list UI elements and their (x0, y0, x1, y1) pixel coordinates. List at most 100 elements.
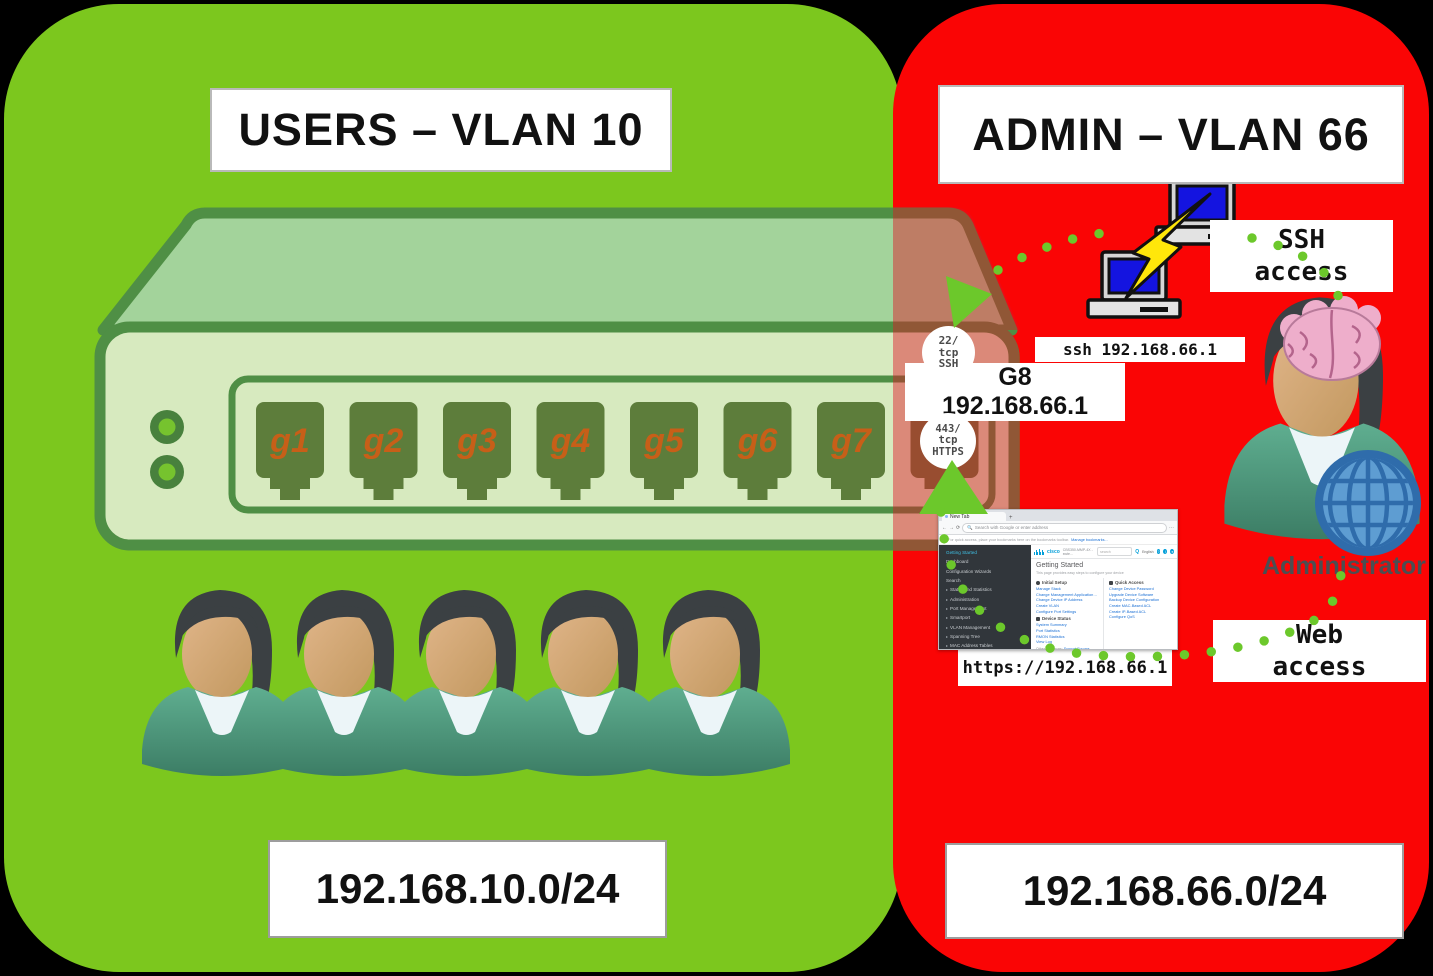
cisco-logo-icon (1034, 548, 1044, 555)
administrator-figure (1224, 296, 1421, 556)
sidebar-item-spanning-tree[interactable]: Spanning Tree (939, 632, 1031, 641)
forward-icon[interactable]: → (949, 524, 954, 531)
link-configure-port-settings[interactable]: Configure Port Settings (1036, 608, 1077, 614)
ssh-url: ssh 192.168.66.1 (1062, 340, 1218, 359)
admin-subnet: 192.168.66.0/24 (1022, 867, 1327, 914)
search-icon: 🔍 (967, 524, 973, 530)
switch-port-panel (228, 375, 996, 514)
back-icon[interactable]: ← (942, 524, 947, 531)
browser-bookmarks-bar: For quick access, place your bookmarks h… (939, 535, 1177, 545)
page-subtitle: This page provides easy steps to configu… (1036, 571, 1124, 575)
uplink-port-ip: 192.168.66.1 (942, 392, 1088, 420)
search-go-icon[interactable]: Q (1135, 548, 1140, 555)
help-icon[interactable]: ? (1156, 549, 1161, 554)
page-title: Getting Started (1036, 562, 1084, 569)
port-label: g2 (363, 422, 404, 460)
admin-zone-title: ADMIN – VLAN 66 (972, 108, 1370, 160)
status-icon (1036, 616, 1040, 621)
quick-access-icon (1109, 580, 1113, 585)
browser-tab-bar: New Tab + (939, 510, 1177, 521)
initial-setup-header: Initial Setup (1036, 580, 1099, 585)
support-forums-link[interactable]: Support Forums (1063, 646, 1090, 649)
port-label: g6 (737, 422, 779, 460)
globe-icon (1315, 450, 1421, 556)
ssh-access-line2: access (1254, 257, 1349, 287)
tab-title: New Tab (950, 513, 970, 520)
menu-icon[interactable]: ⋯ (1169, 524, 1174, 531)
admin-subnet-box: 192.168.66.0/24 (945, 843, 1404, 939)
browser-address-bar: ← → ⟳ 🔍 Search with Google or enter addr… (939, 521, 1177, 535)
browser-tab[interactable]: New Tab (942, 512, 1006, 521)
port-jack: g2 (349, 402, 418, 500)
https-port-badge: 443/ tcp HTTPS (920, 413, 976, 469)
device-status-header: Device Status (1036, 616, 1099, 621)
port-label: g5 (643, 422, 685, 460)
port-jack: g5 (630, 402, 698, 500)
bookmarks-hint: For quick access, place your bookmarks h… (948, 537, 1070, 542)
admin-zone-title-box: ADMIN – VLAN 66 (938, 85, 1404, 184)
language-select[interactable]: English (1142, 549, 1154, 554)
sidebar-item-mac-address-tables[interactable]: MAC Address Tables (939, 641, 1031, 650)
bookmark-icon (943, 538, 946, 541)
ssh-port-badge: 22/ tcp SSH (922, 326, 975, 379)
web-access-line2: access (1272, 652, 1367, 682)
address-input[interactable]: 🔍 Search with Google or enter address (962, 522, 1167, 533)
sidebar-item-administration[interactable]: Administration (939, 594, 1031, 603)
ssh-access-line1: SSH (1278, 224, 1325, 255)
user-figure (630, 590, 790, 776)
address-placeholder: Search with Google or enter address (974, 525, 1049, 530)
port-label: g3 (456, 422, 497, 460)
ssh-access-box: SSH access (1210, 220, 1393, 292)
port-label: g1 (269, 422, 310, 460)
device-title: CBS350-MMP-4X - swte... (1062, 547, 1093, 556)
users-zone-title: USERS – VLAN 10 (238, 104, 644, 155)
port-jack: g7 (817, 402, 885, 500)
ssh-url-strip: ssh 192.168.66.1 (1035, 337, 1245, 362)
port-jack: g1 (256, 402, 324, 500)
quick-access-header: Quick Access (1109, 580, 1172, 585)
users-group (142, 590, 790, 776)
cisco-app-header: cisco CBS350-MMP-4X - swte... search Q E… (1031, 545, 1177, 559)
ui-search-input[interactable]: search (1097, 547, 1133, 556)
sidebar-item-getting-started[interactable]: Getting Started (946, 550, 977, 556)
logout-icon[interactable]: ➜ (1170, 549, 1174, 554)
port-jack: g3 (443, 402, 511, 500)
port-jack: g6 (723, 402, 792, 500)
port-label: g4 (550, 422, 591, 460)
link-configure-qos[interactable]: Configure QoS (1109, 614, 1135, 620)
brain-icon (1280, 296, 1381, 381)
uplink-port-name: G8 (998, 363, 1032, 392)
sidebar-item-configuration-wizards[interactable]: Configuration Wizards (946, 568, 992, 574)
sidebar-item-dashboard[interactable]: Dashboard (946, 559, 969, 565)
cisco-wordmark: cisco (1047, 548, 1060, 555)
sidebar-item-port-management[interactable]: Port Management (939, 604, 1031, 613)
ssh-computers-icon (1086, 177, 1250, 319)
users-subnet-box: 192.168.10.0/24 (268, 840, 667, 938)
manage-bookmarks-link[interactable]: Manage bookmarks... (1071, 537, 1108, 542)
administrator-label: Administrator (1262, 552, 1426, 580)
cisco-sidebar: Getting Started Dashboard Configuration … (939, 545, 1031, 649)
sidebar-item-status-statistics[interactable]: Status and Statistics (939, 585, 1031, 594)
reload-icon[interactable]: ⟳ (956, 524, 961, 531)
port-label: g7 (830, 422, 873, 460)
https-url-strip: https://192.168.66.1 (958, 650, 1172, 686)
sidebar-item-smartport[interactable]: Smartport (939, 613, 1031, 622)
web-access-box: Web access (1213, 620, 1426, 682)
admin-browser-window: New Tab + ← → ⟳ 🔍 Search with Google or … (938, 509, 1178, 650)
port-jack: g4 (536, 402, 605, 500)
lightning-bolt-icon (1124, 192, 1212, 300)
gear-icon (1036, 580, 1040, 585)
link-view-log[interactable]: View Log (1036, 639, 1052, 645)
web-access-line1: Web (1296, 619, 1343, 650)
other-resources: Other resources: Support Forums (1036, 646, 1090, 649)
switch-top (97, 207, 1018, 336)
getting-started-page: Getting Started This page provides easy … (1031, 559, 1177, 649)
tab-favicon (945, 515, 948, 518)
switch-leds (150, 410, 184, 489)
https-url: https://192.168.66.1 (962, 658, 1168, 678)
users-subnet: 192.168.10.0/24 (315, 865, 620, 912)
sidebar-item-search[interactable]: Search (946, 578, 961, 584)
info-icon[interactable]: i (1163, 549, 1168, 554)
sidebar-item-vlan-management[interactable]: VLAN Management (939, 622, 1031, 631)
